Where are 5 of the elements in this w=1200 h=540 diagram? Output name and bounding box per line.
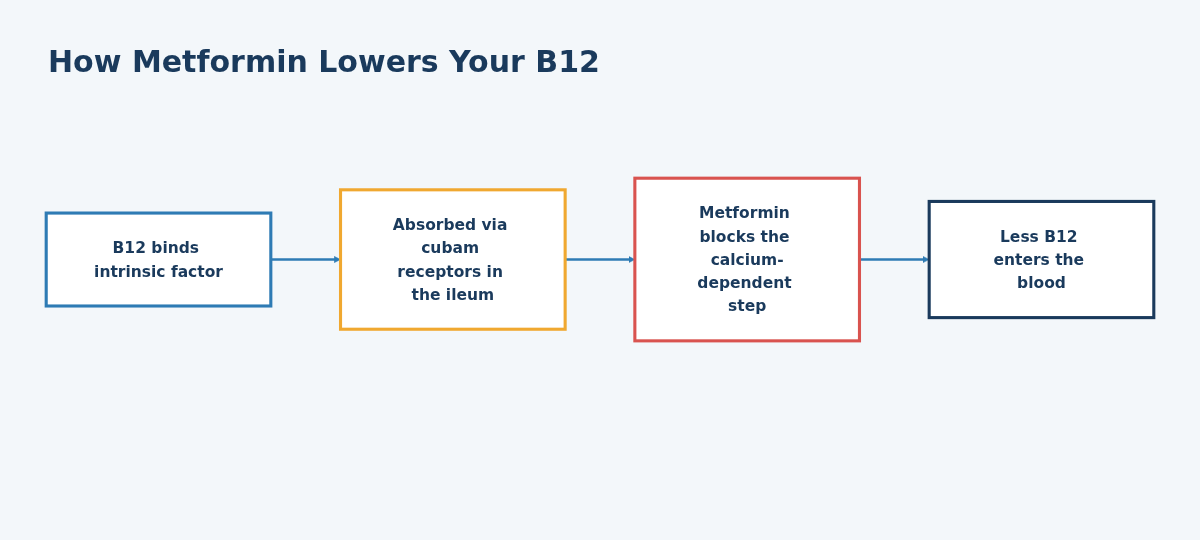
step-box: B12 binds intrinsic factor — [44, 211, 273, 308]
diagram-title: How Metformin Lowers Your B12 — [48, 44, 600, 79]
step-box: Absorbed via cubam receptors in the ileum — [338, 188, 567, 332]
step-box: Less B12 enters the blood — [927, 200, 1156, 320]
step-box: Metformin blocks the calcium-dependent step — [633, 177, 861, 343]
